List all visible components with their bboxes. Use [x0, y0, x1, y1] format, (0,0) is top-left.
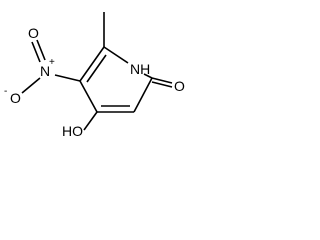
bond-c2-o-double-b	[151, 81, 173, 88]
charge-label-nitro-n: +	[49, 57, 55, 68]
bond-c5-c6	[79, 46, 105, 82]
bond-c2-c3	[133, 77, 153, 113]
chemical-structure: NH O HO N + O O -	[4, 12, 185, 138]
atom-label-nitro-n: N	[40, 63, 50, 79]
bond-c4-c5	[79, 80, 98, 113]
bond-nitro-n-o-double-a	[31, 41, 41, 63]
bond-c5-c6-inner	[86, 54, 107, 83]
atom-label-hydroxyl: HO	[62, 123, 83, 138]
atom-label-carbonyl-o: O	[174, 78, 185, 94]
bond-c5-nitro-n	[54, 74, 81, 82]
bond-c2-o-double-a	[151, 77, 173, 84]
bond-n1-c2	[143, 73, 153, 79]
atom-label-nh: NH	[130, 61, 150, 77]
atom-label-nitro-o-single: O	[10, 90, 21, 106]
bond-c6-n1	[103, 46, 129, 64]
bond-c4-oh	[83, 111, 98, 131]
bond-nitro-n-o-single	[21, 77, 41, 94]
atom-label-nitro-o-double: O	[28, 25, 39, 41]
charge-label-nitro-o: -	[4, 86, 7, 97]
bond-nitro-n-o-double-b	[36, 39, 46, 61]
